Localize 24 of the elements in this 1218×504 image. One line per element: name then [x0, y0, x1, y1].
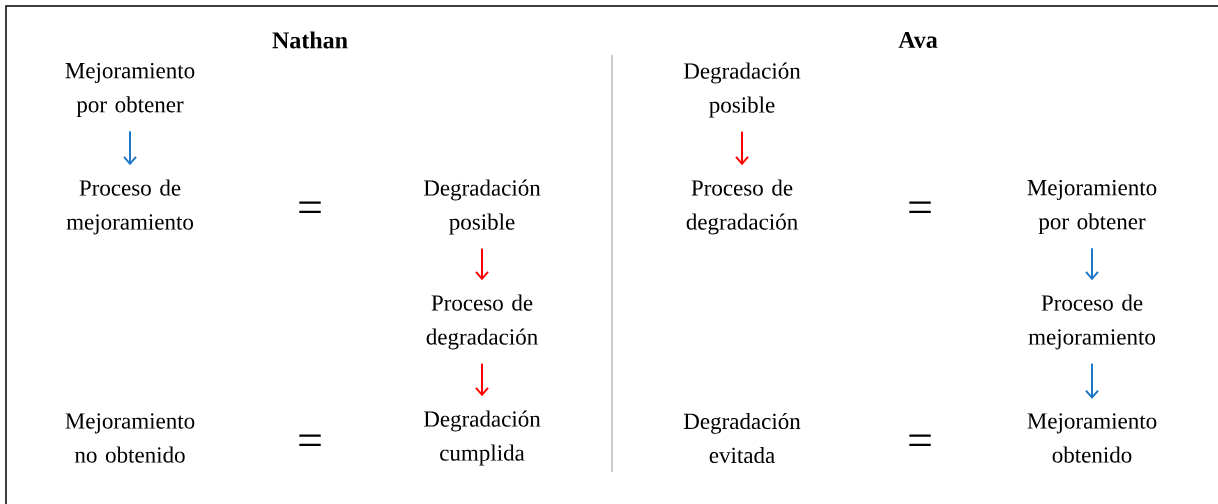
arrow	[1085, 362, 1099, 400]
equals-sign: =	[299, 434, 321, 446]
arrow	[123, 130, 137, 166]
node-text: Proceso de degradación	[426, 294, 538, 350]
node-text: Mejoramiento no obtenido	[65, 413, 195, 463]
column-heading: Ava	[898, 31, 938, 49]
equals-sign: =	[299, 201, 321, 213]
node-text: Mejoramiento por obtener	[1027, 179, 1157, 235]
node-text: Proceso de mejoramiento	[1028, 294, 1156, 350]
equals-sign: =	[909, 434, 931, 446]
equals-sign: =	[909, 201, 931, 213]
node-text: Proceso de mejoramiento	[66, 179, 194, 235]
node-text: Degradación posible	[423, 179, 541, 235]
arrow	[475, 247, 489, 281]
node-text: Mejoramiento obtenido	[1027, 413, 1157, 463]
arrow	[735, 130, 749, 166]
arrow	[475, 362, 489, 397]
node-text: Degradación evitada	[683, 412, 801, 464]
node-text: Proceso de degradación	[686, 179, 798, 235]
node-text: Mejoramiento por obtener	[65, 62, 195, 118]
arrow	[1085, 247, 1099, 281]
column-heading: Nathan	[272, 31, 348, 49]
node-text: Degradación cumplida	[423, 410, 541, 466]
node-text: Degradación posible	[683, 62, 801, 118]
